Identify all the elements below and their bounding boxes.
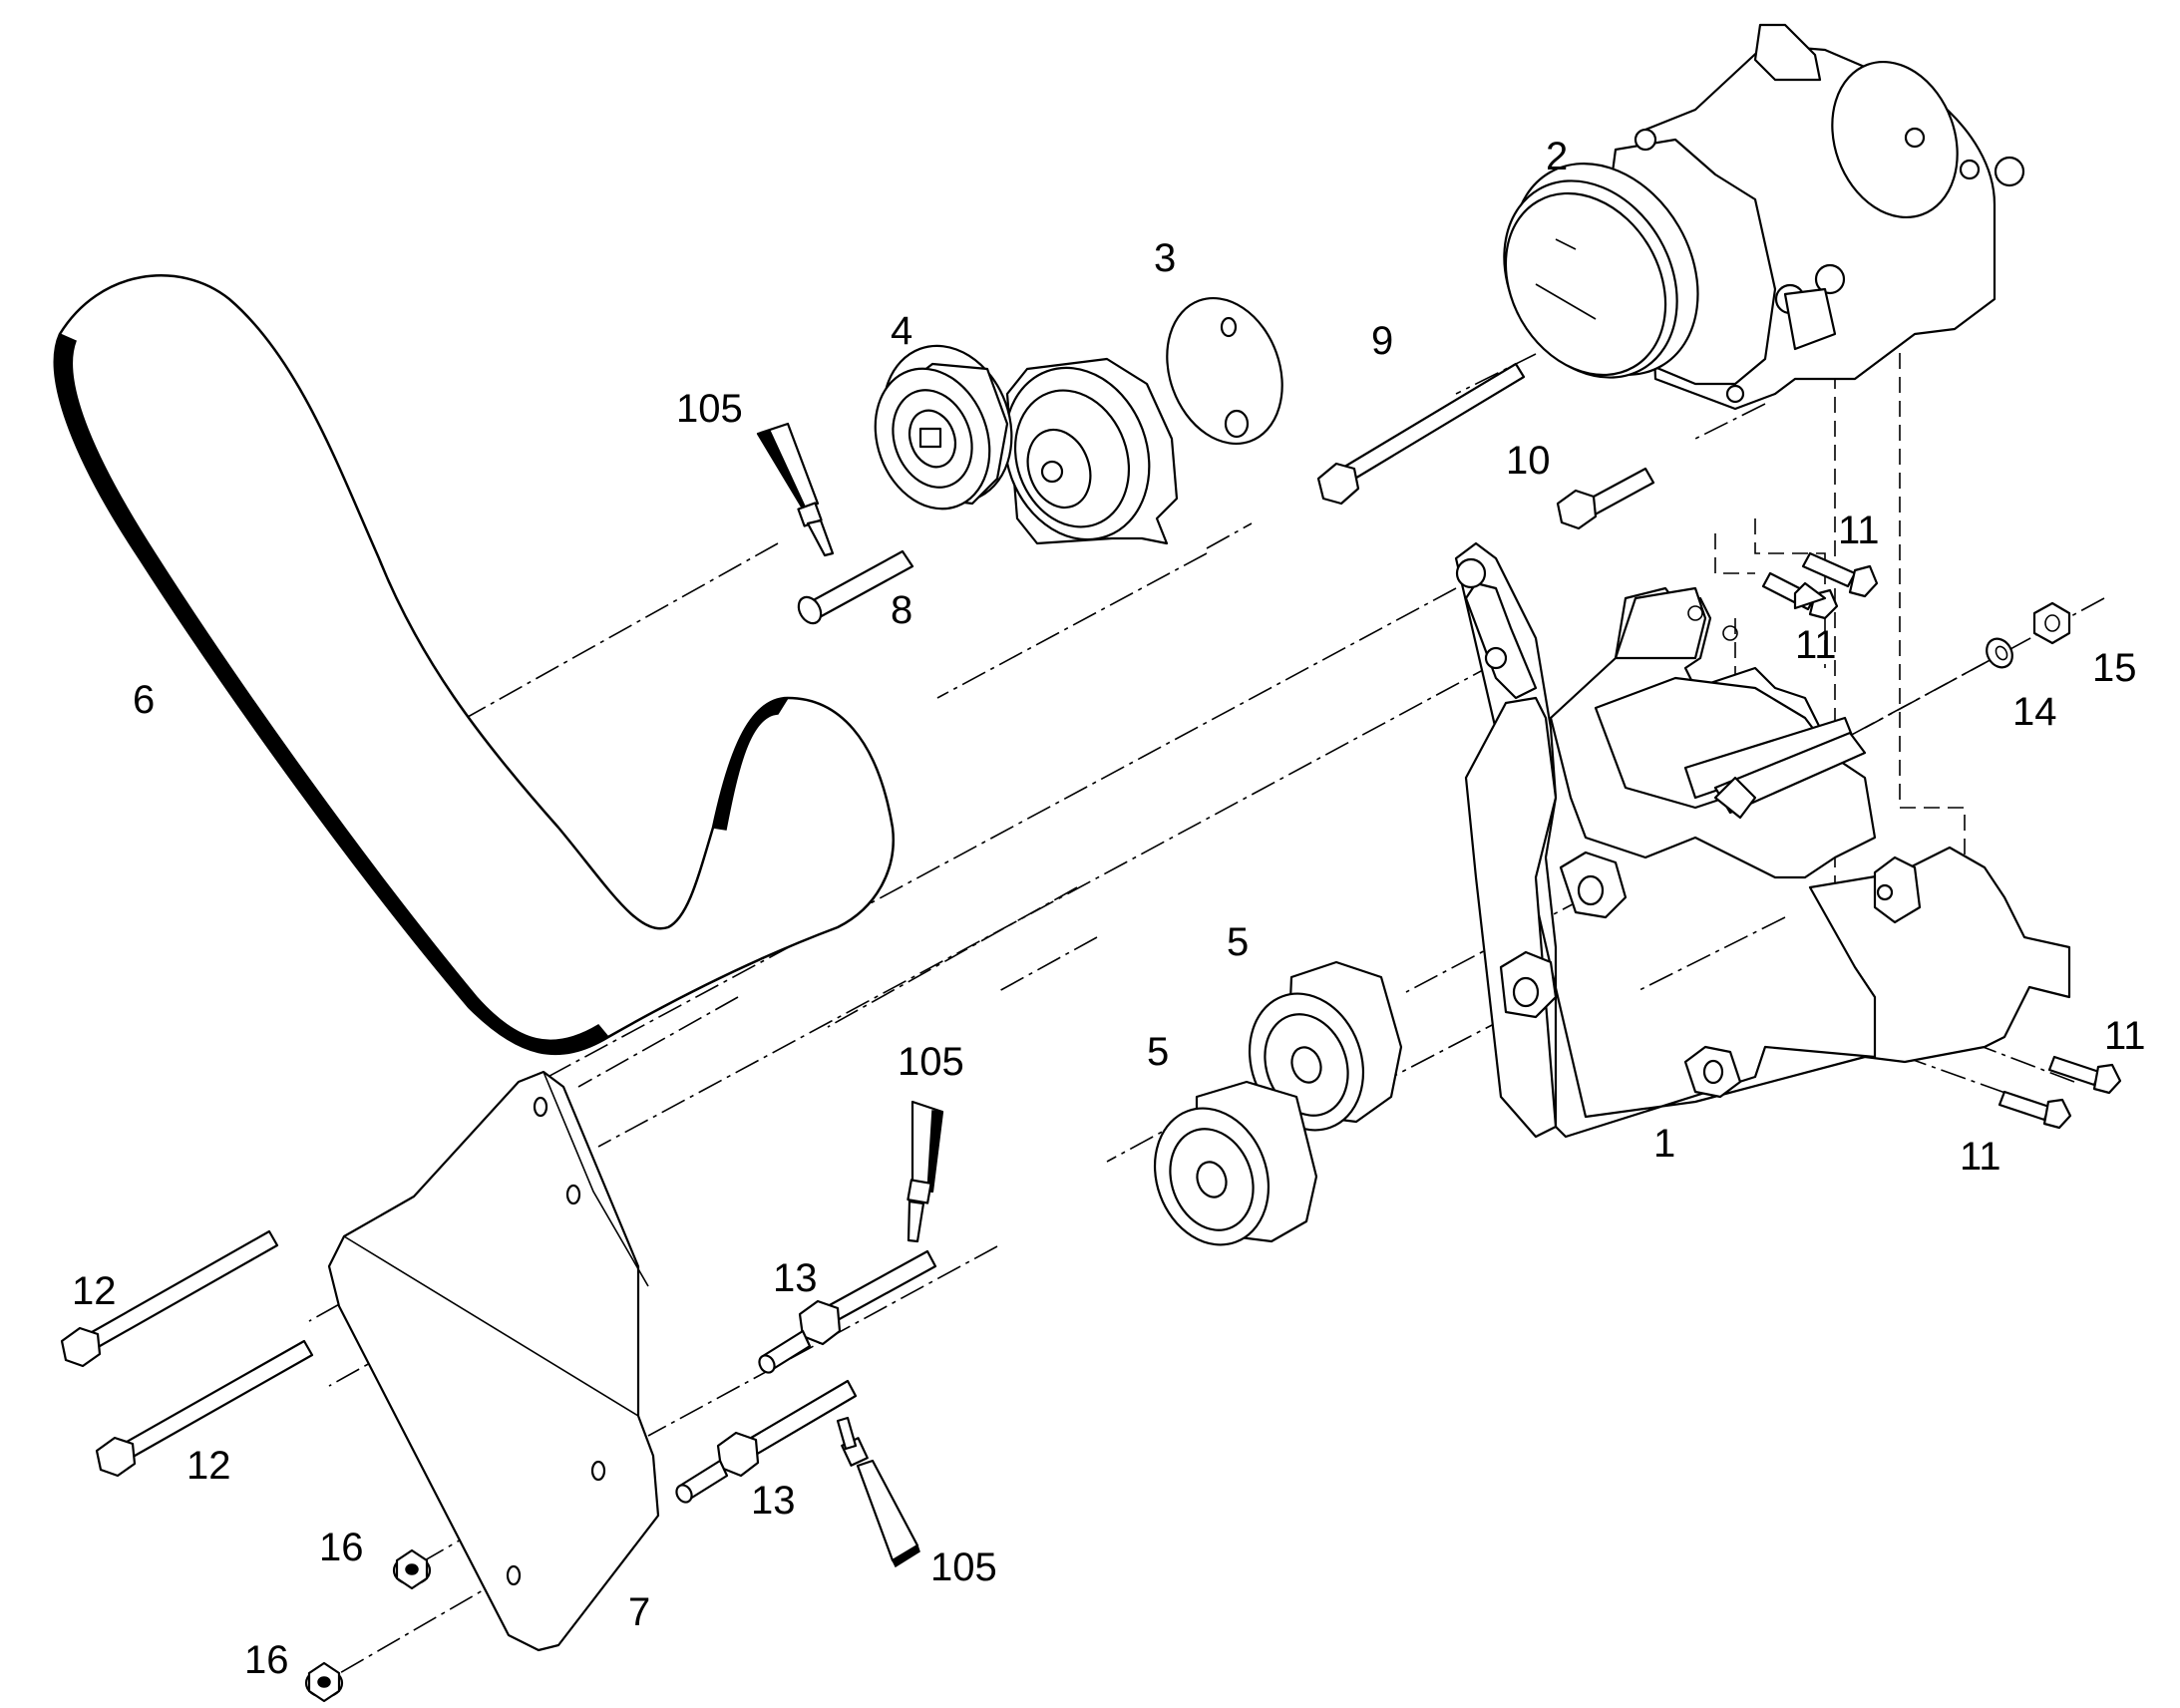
long-bolt-9 — [1316, 362, 1526, 506]
stud-13-upper — [758, 1249, 937, 1374]
mounting-bracket — [1454, 541, 2071, 1139]
callout-6: 6 — [133, 678, 155, 722]
callout-7: 7 — [628, 1590, 650, 1634]
bolts-11-top — [1761, 551, 1879, 620]
idler-pulley-lower — [1153, 1080, 1318, 1246]
sealant-tube-middle — [907, 1100, 944, 1243]
ac-compressor — [1503, 23, 2025, 411]
serpentine-belt — [53, 274, 895, 1056]
callout-5: 5 — [1227, 920, 1249, 964]
callout-14: 14 — [2012, 690, 2057, 734]
callout-105: 105 — [676, 387, 743, 431]
sealant-tube-top — [756, 422, 835, 557]
tensioner-bolt — [797, 549, 914, 625]
callout-12: 12 — [186, 1444, 231, 1488]
callout-3: 3 — [1154, 236, 1176, 280]
long-bolt-12-upper — [60, 1229, 279, 1368]
flange-nut-16-lower — [304, 1661, 344, 1703]
belt-tensioner — [874, 344, 1179, 545]
bolts-11-bottom — [1998, 1055, 2122, 1130]
callout-11: 11 — [1960, 1135, 2001, 1179]
callout-10: 10 — [1506, 439, 1551, 483]
stud-13-lower — [675, 1379, 858, 1504]
callout-105: 105 — [898, 1040, 964, 1084]
long-bolt-12-lower — [95, 1339, 314, 1478]
spacer-plate — [1166, 296, 1283, 446]
callout-16: 16 — [244, 1638, 289, 1682]
callout-2: 2 — [1546, 135, 1568, 178]
callout-16: 16 — [319, 1526, 364, 1569]
callout-11: 11 — [2104, 1014, 2146, 1058]
callout-4: 4 — [891, 309, 912, 353]
callout-12: 12 — [72, 1269, 117, 1313]
sealant-tube-bottom — [836, 1416, 920, 1568]
callout-11: 11 — [1838, 509, 1880, 552]
callout-8: 8 — [891, 588, 912, 632]
callout-5: 5 — [1147, 1030, 1169, 1074]
flange-nut-16-upper — [392, 1548, 432, 1590]
callout-9: 9 — [1371, 319, 1393, 363]
washer-14 — [1986, 637, 2013, 669]
callout-labels: 2 3 4 105 9 10 8 11 11 15 14 6 5 5 105 1… — [72, 135, 2146, 1682]
callout-11: 11 — [1795, 623, 1837, 667]
callout-13: 13 — [751, 1479, 796, 1523]
cover-plate — [327, 1070, 660, 1652]
callout-15: 15 — [2092, 646, 2137, 690]
nut-15 — [2032, 601, 2071, 645]
callout-105: 105 — [930, 1545, 997, 1589]
callout-13: 13 — [773, 1256, 818, 1300]
bolt-10 — [1556, 467, 1655, 530]
callout-1: 1 — [1653, 1122, 1675, 1166]
